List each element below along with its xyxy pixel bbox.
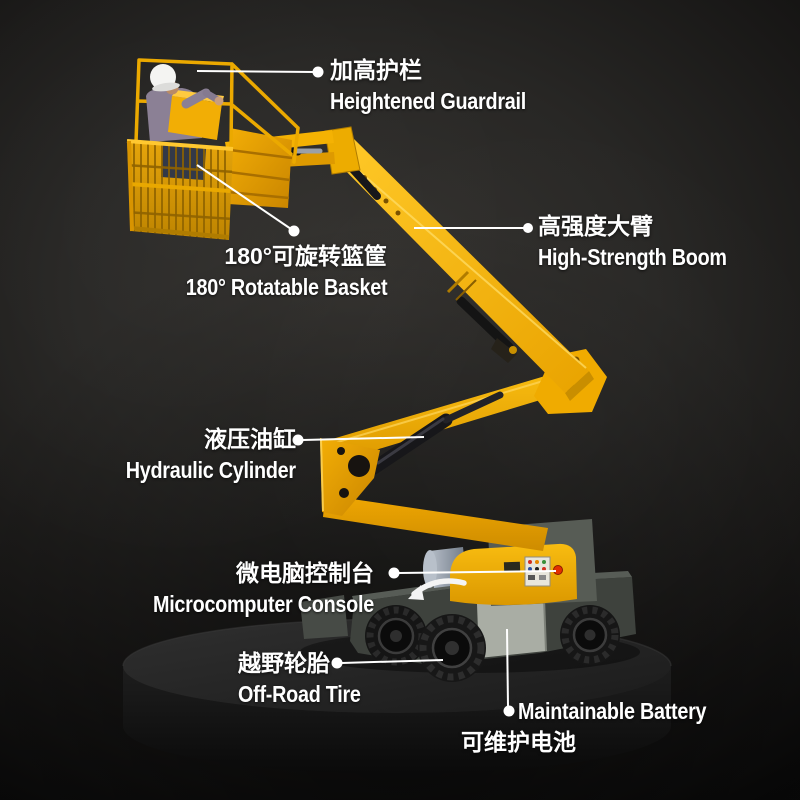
- operator-figure: [146, 64, 224, 142]
- leader-rotatable-basket: [196, 164, 300, 237]
- callout-zh: 可维护电池: [461, 729, 576, 755]
- riser-linkage: [320, 291, 607, 551]
- callout-zh: 加高护栏: [330, 57, 422, 83]
- wheel-front-left: [418, 614, 486, 682]
- callout-hydraulic-cylinder: 液压油缸 Hydraulic Cylinder: [98, 424, 296, 486]
- callout-en: Microcomputer Console: [153, 591, 374, 617]
- callout-zh: 180°可旋转篮筐: [224, 243, 387, 269]
- leader-microcomputer-console: [388, 567, 557, 579]
- leader-hydraulic-cylinder: [292, 434, 425, 446]
- pivot-plate: [320, 438, 380, 516]
- callout-en: Off-Road Tire: [238, 681, 361, 707]
- callout-en: Maintainable Battery: [518, 698, 707, 724]
- callout-en: Heightened Guardrail: [330, 88, 526, 114]
- leader-off-road-tire: [331, 657, 444, 669]
- leader-maintainable-battery: [503, 628, 515, 717]
- callout-rotatable-basket: 180°可旋转篮筐 180° Rotatable Basket: [153, 241, 388, 303]
- basket-console-box: [168, 96, 222, 140]
- callout-en: Hydraulic Cylinder: [125, 457, 296, 483]
- callout-zh: 液压油缸: [204, 426, 296, 452]
- basket: [126, 58, 300, 240]
- basket-cage: [126, 139, 234, 240]
- callout-microcomputer-console: 微电脑控制台 Microcomputer Console: [117, 558, 374, 620]
- basket-rotator: [227, 128, 293, 208]
- hydraulic-cylinder-part: [367, 391, 504, 475]
- operator-hand: [214, 96, 224, 106]
- callout-maintainable-battery: Maintainable Battery 可维护电池: [461, 696, 737, 758]
- callout-off-road-tire: 越野轮胎 Off-Road Tire: [238, 648, 381, 710]
- callout-high-strength-boom: 高强度大臂 High-Strength Boom: [538, 211, 757, 273]
- battery-box: [477, 598, 546, 658]
- wheel-front-right: [560, 605, 620, 665]
- telescope-joint: [446, 270, 470, 294]
- callout-zh: 越野轮胎: [238, 650, 330, 676]
- callout-en: 180° Rotatable Basket: [185, 274, 388, 300]
- leader-heightened-guardrail: [196, 66, 324, 78]
- callout-heightened-guardrail: 加高护栏 Heightened Guardrail: [330, 55, 558, 117]
- leader-high-strength-boom: [414, 223, 533, 233]
- emergency-button: [553, 565, 563, 575]
- callout-zh: 高强度大臂: [538, 213, 653, 239]
- rotation-arrow: [408, 578, 467, 600]
- callout-zh: 微电脑控制台: [236, 560, 374, 586]
- axle-block: [300, 595, 348, 639]
- callout-en: High-Strength Boom: [538, 244, 727, 270]
- lower-arm: [323, 495, 548, 551]
